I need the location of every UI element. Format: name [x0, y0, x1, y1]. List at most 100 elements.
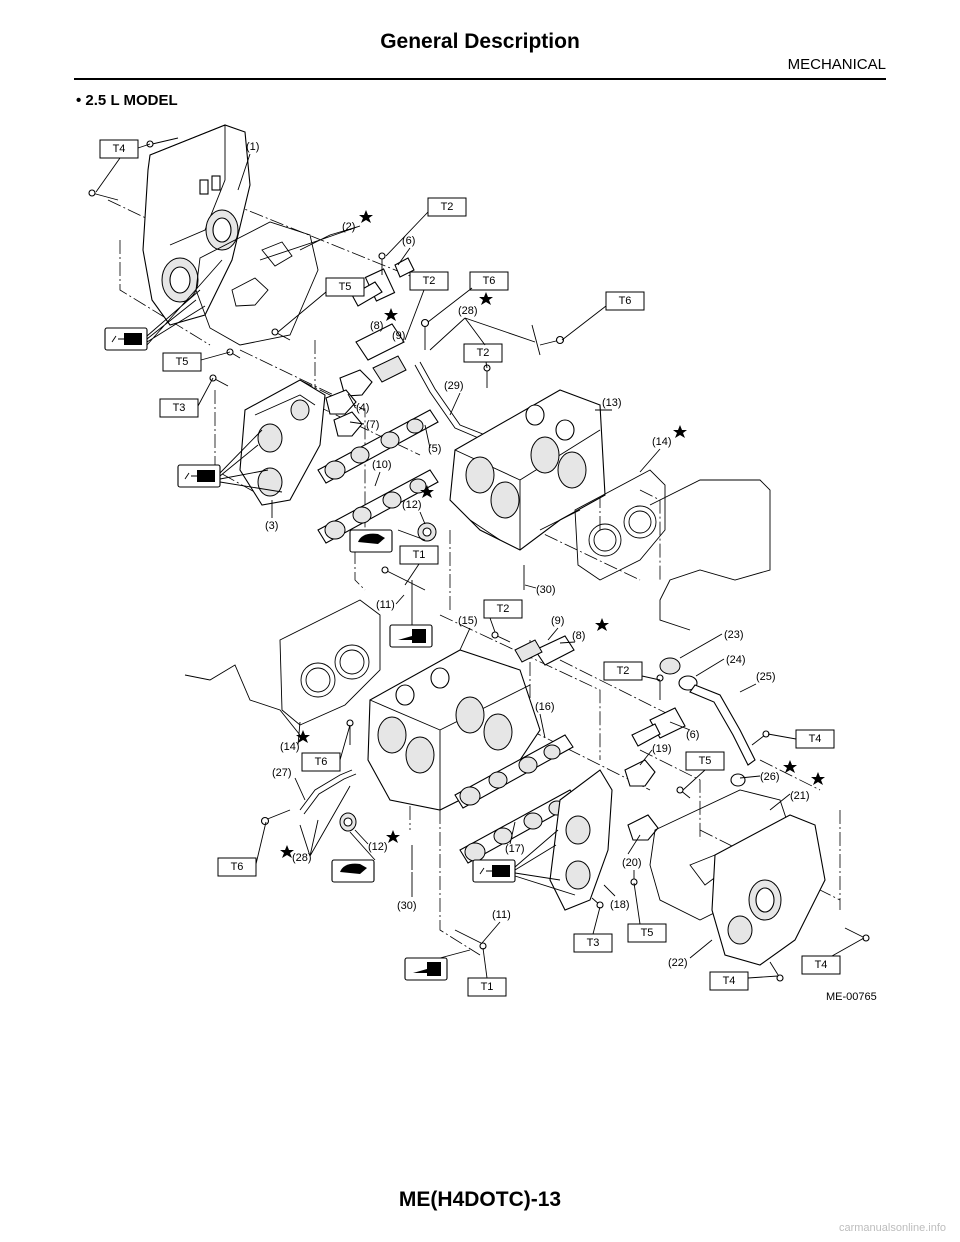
svg-text:(14): (14): [652, 436, 672, 448]
cam-cap-right: [549, 769, 613, 911]
torque-box-t3-2: T3: [573, 933, 613, 953]
svg-text:(19): (19): [652, 743, 672, 755]
torque-box-t2-3: T2: [463, 343, 503, 363]
svg-text:(10): (10): [372, 459, 392, 471]
ocv-filter-upper: [372, 355, 407, 383]
ocv-gasket-upper: [355, 323, 405, 361]
svg-text:(30): (30): [536, 584, 556, 596]
svg-text:(11): (11): [492, 909, 511, 921]
cam-case-right: [711, 814, 826, 966]
grease-symbol-lower: [331, 859, 375, 883]
figure-id: ME-00765: [826, 991, 877, 1003]
torque-box-t5-3: T5: [685, 751, 725, 771]
torque-box-t4-top: T4: [99, 139, 139, 159]
cam-cap-4b: [325, 389, 357, 415]
svg-text:(20): (20): [622, 857, 642, 869]
torque-box-t5-1: T5: [325, 277, 365, 297]
head-gasket-upper: [574, 469, 666, 581]
page-number: ME(H4DOTC)-13: [398, 1188, 562, 1211]
sealant-symbol-2: [177, 464, 221, 488]
model-subheading: • 2.5 L MODEL: [76, 92, 178, 109]
torque-leaders: [95, 143, 865, 979]
engine-block-outline-left: [184, 664, 301, 736]
watermark-text: carmanualsonline.info: [838, 1222, 946, 1234]
svg-text:(22): (22): [668, 957, 688, 969]
svg-text:T2: T2: [617, 665, 630, 677]
svg-text:(14): (14): [280, 741, 300, 753]
svg-text:(12): (12): [368, 841, 388, 853]
oil-symbol-upper: [389, 624, 433, 648]
cam-cap-20: [627, 814, 659, 841]
replacement-stars: [280, 210, 825, 858]
torque-box-t4-4: T4: [801, 955, 841, 975]
svg-text:(5): (5): [428, 443, 441, 455]
head-gasket-lower: [279, 599, 381, 726]
svg-text:(4): (4): [356, 402, 369, 414]
cam-case-gasket: [195, 221, 319, 346]
svg-text:(21): (21): [790, 790, 810, 802]
svg-text:T1: T1: [481, 981, 494, 993]
svg-text:T6: T6: [315, 756, 328, 768]
torque-box-t2-1: T2: [427, 197, 467, 217]
svg-text:(23): (23): [724, 629, 744, 641]
callouts: (1) (2) (6) (8) (9) (28) (29) (13) (14) …: [246, 141, 810, 969]
page-title: General Description: [380, 30, 580, 53]
torque-box-t6-4: T6: [217, 857, 257, 877]
ocv-gasket-lower: [534, 635, 575, 666]
bolts: [88, 137, 870, 982]
svg-text:T6: T6: [619, 295, 632, 307]
svg-text:(17): (17): [505, 843, 525, 855]
ocv-filter-lower: [514, 639, 543, 663]
grease-symbol-upper: [349, 529, 393, 553]
torque-box-t4-2: T4: [795, 729, 835, 749]
cam-cap-left: [239, 379, 326, 506]
cam-cap-19: [624, 759, 656, 787]
svg-text:T1: T1: [413, 549, 426, 561]
torque-box-t5-4: T5: [627, 923, 667, 943]
torque-box-t1-1: T1: [399, 545, 439, 565]
torque-box-t6-3: T6: [301, 752, 341, 772]
svg-text:(6): (6): [686, 729, 699, 741]
torque-box-t6-1: T6: [469, 271, 509, 291]
svg-text:T5: T5: [339, 281, 352, 293]
svg-text:T2: T2: [477, 347, 490, 359]
cam-cap-7: [333, 411, 363, 437]
callout-leaders: [237, 153, 791, 959]
header-rule: [74, 78, 886, 80]
svg-text:T5: T5: [641, 927, 654, 939]
torque-box-t1-2: T1: [467, 977, 507, 997]
svg-text:T4: T4: [809, 733, 822, 745]
torque-box-t4-3: T4: [709, 971, 749, 991]
svg-text:T3: T3: [173, 402, 186, 414]
svg-text:(25): (25): [756, 671, 776, 683]
sealant-symbol-1: [104, 327, 148, 351]
svg-text:(7): (7): [366, 419, 379, 431]
svg-text:(9): (9): [392, 330, 405, 342]
camshaft-upper: [317, 409, 439, 544]
svg-text:(13): (13): [602, 397, 622, 409]
cylinder-head-lower: [367, 649, 541, 811]
svg-text:(8): (8): [370, 320, 383, 332]
torque-box-t5-2: T5: [162, 352, 202, 372]
svg-text:T4: T4: [113, 143, 126, 155]
svg-text:T6: T6: [231, 861, 244, 873]
svg-text:(28): (28): [458, 305, 478, 317]
svg-text:(9): (9): [551, 615, 564, 627]
section-label: MECHANICAL: [787, 56, 886, 73]
torque-box-t2-2: T2: [409, 271, 449, 291]
oil-control-valve-lower: [631, 707, 686, 747]
svg-text:(1): (1): [246, 141, 259, 153]
engine-block-outline-right: [649, 479, 771, 631]
cam-case-left: [142, 124, 251, 326]
exploded-engine-diagram: T4 T2 T5 T2 T6 T6 T5 T3 T2 T1 T2 T2 T4 T…: [88, 124, 877, 1003]
svg-text:(11): (11): [376, 599, 395, 611]
svg-text:(27): (27): [272, 767, 292, 779]
svg-text:(15): (15): [458, 615, 478, 627]
svg-text:T5: T5: [176, 356, 189, 368]
svg-text:T6: T6: [483, 275, 496, 287]
svg-text:(3): (3): [265, 520, 278, 532]
svg-text:(18): (18): [610, 899, 630, 911]
sealant-leaders: [146, 259, 576, 959]
svg-text:T2: T2: [423, 275, 436, 287]
svg-text:(26): (26): [760, 771, 780, 783]
